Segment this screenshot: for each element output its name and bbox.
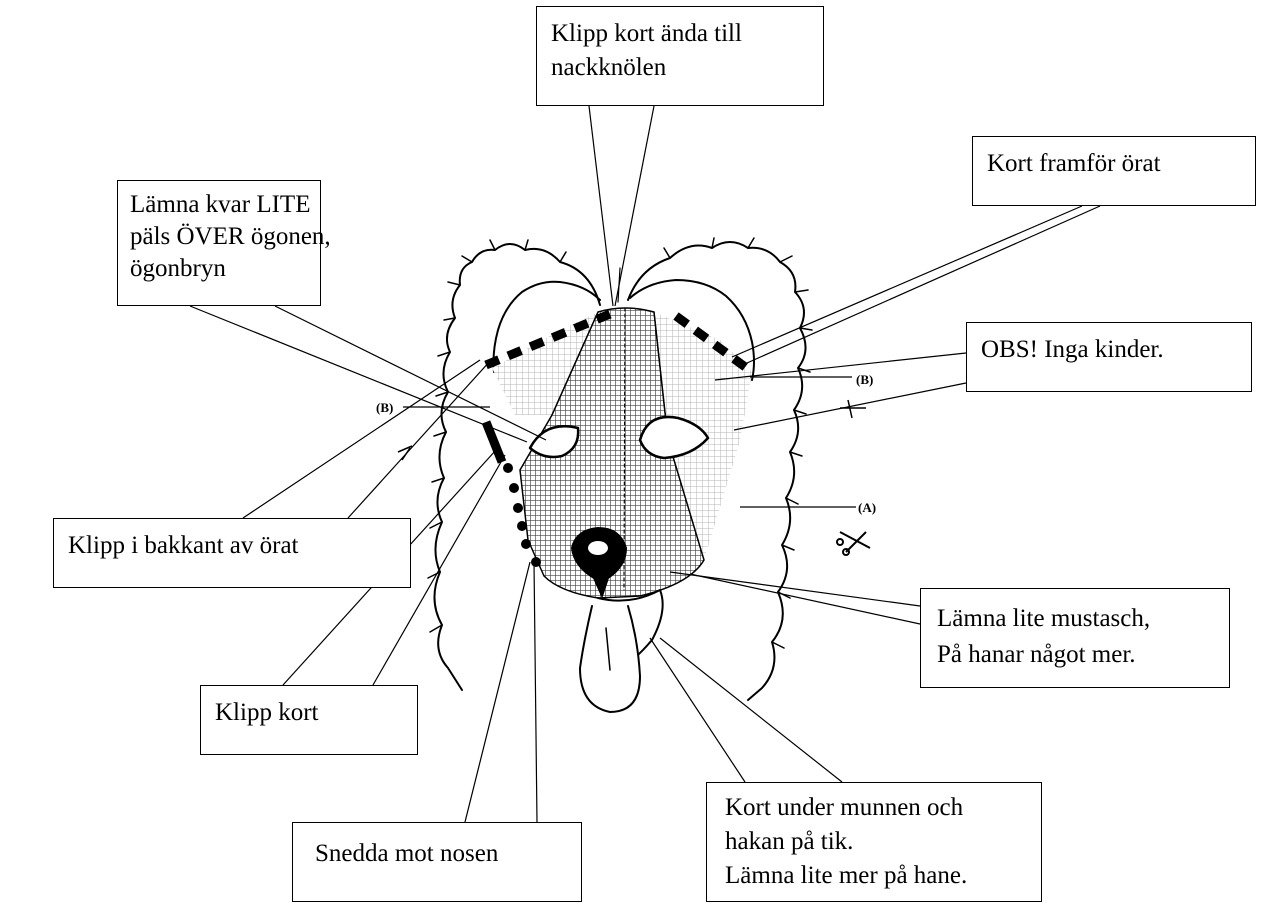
callout-klipp-kort: Klipp kort <box>200 685 418 755</box>
dog-head-illustration <box>428 238 812 712</box>
callout-line: päls ÖVER ögonen, <box>130 221 308 253</box>
callout-line: ögonbryn <box>130 253 308 285</box>
label-b-right: (B) <box>856 372 873 387</box>
callout-line: hakan på tik. <box>725 825 1023 859</box>
tongue <box>580 606 640 712</box>
callout-bakkant: Klipp i bakkant av örat <box>53 518 411 588</box>
callout-mustasch: Lämna lite mustasch, På hanar något mer. <box>920 588 1230 688</box>
scissors-icon <box>837 532 870 555</box>
solid-guide-left <box>486 422 502 462</box>
callout-under-munnen: Kort under munnen och hakan på tik. Lämn… <box>706 782 1042 902</box>
callout-line: På hanar något mer. <box>937 637 1213 673</box>
callout-nackknolen: Klipp kort ända till nackknölen <box>536 6 824 106</box>
callout-snedda: Snedda mot nosen <box>292 822 582 902</box>
callout-line: Klipp kort <box>215 696 403 730</box>
callout-line: Kort framför örat <box>987 147 1241 181</box>
callout-line: Klipp kort ända till <box>551 17 809 51</box>
callout-line: OBS! Inga kinder. <box>981 333 1237 367</box>
label-a-right: (A) <box>858 500 876 515</box>
callout-inga-kinder: OBS! Inga kinder. <box>966 322 1252 392</box>
callout-line: Lämna lite mer på hane. <box>725 859 1023 893</box>
callout-ogonbryn: Lämna kvar LITE päls ÖVER ögonen, ögonbr… <box>117 180 321 306</box>
callout-line: Lämna lite mustasch, <box>937 601 1213 637</box>
callout-line: Kort under munnen och <box>725 791 1023 825</box>
callout-line: Lämna kvar LITE <box>130 189 308 221</box>
callout-line: Klipp i bakkant av örat <box>68 529 396 563</box>
callout-line: nackknölen <box>551 51 809 85</box>
label-b-left: (B) <box>376 400 393 415</box>
callout-line: Snedda mot nosen <box>315 837 559 871</box>
callout-framfor-orat: Kort framför örat <box>972 136 1256 206</box>
